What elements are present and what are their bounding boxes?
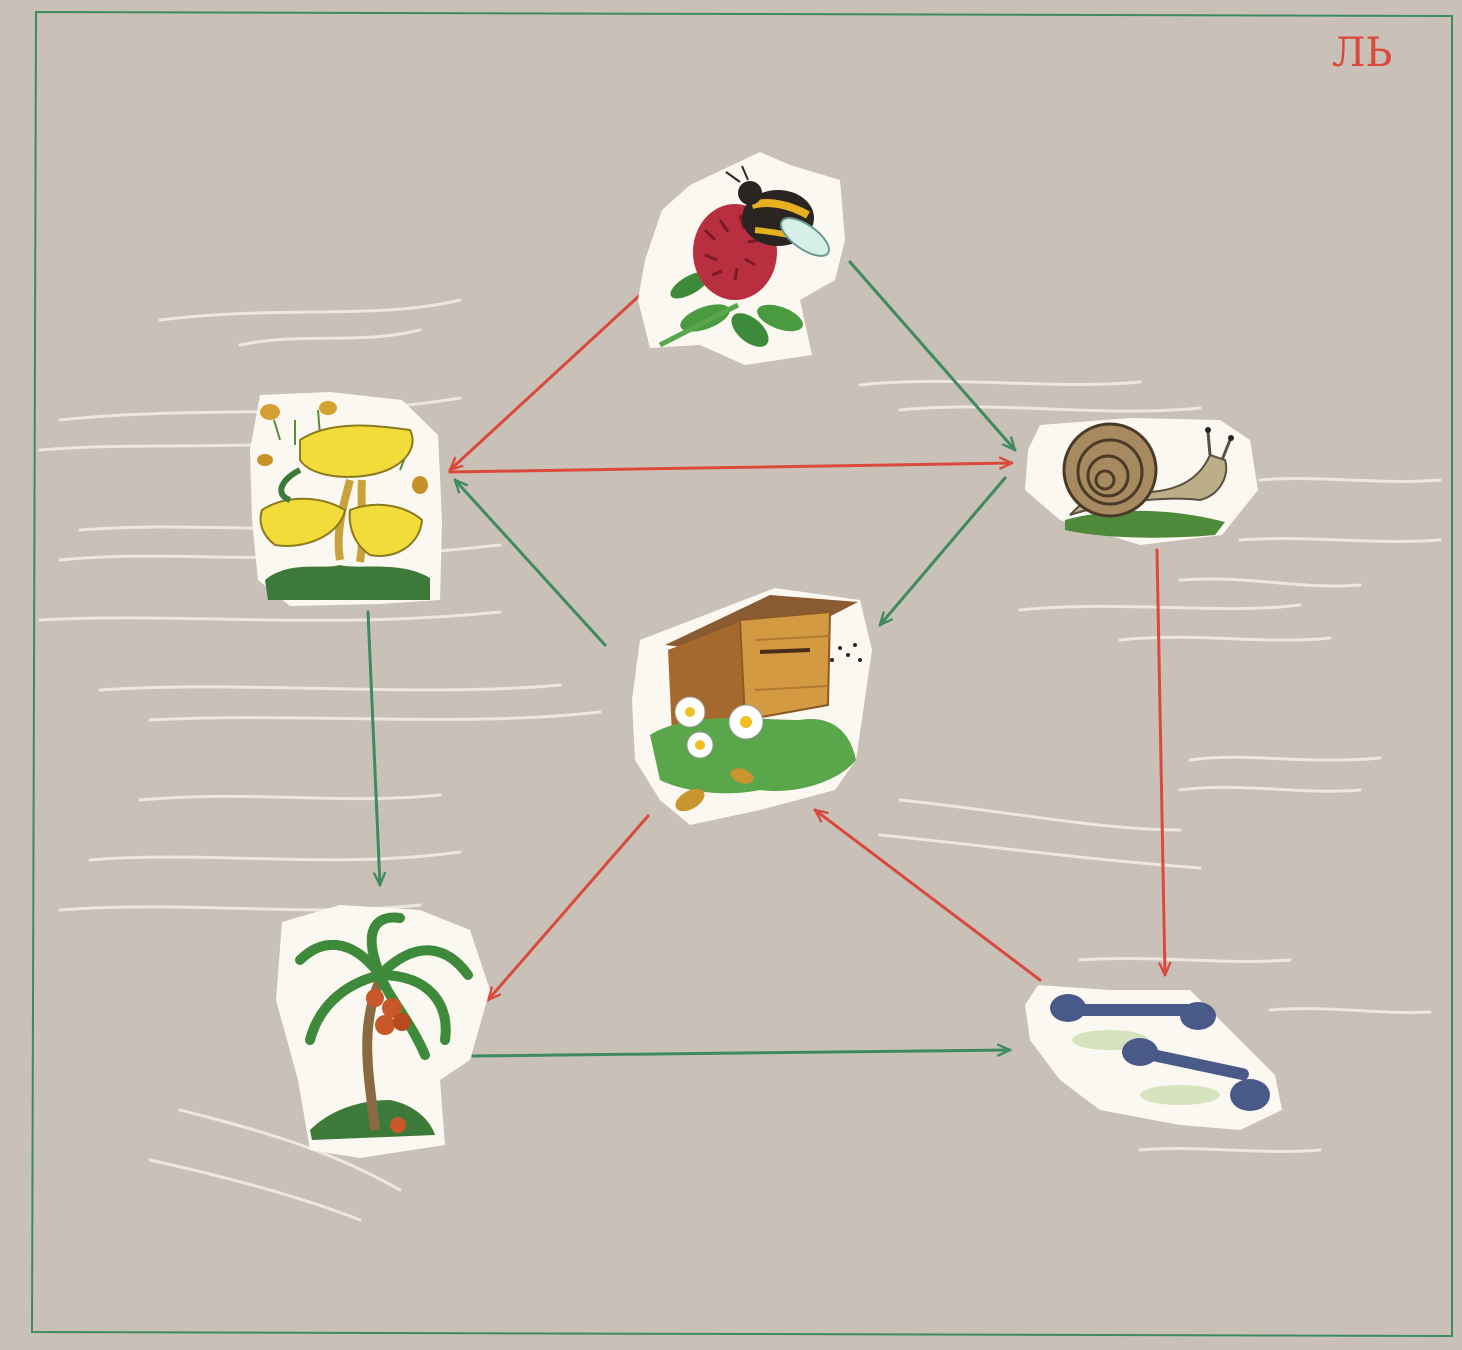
node-mushrooms <box>250 392 442 606</box>
corner-label: ЛЬ <box>1332 30 1392 76</box>
